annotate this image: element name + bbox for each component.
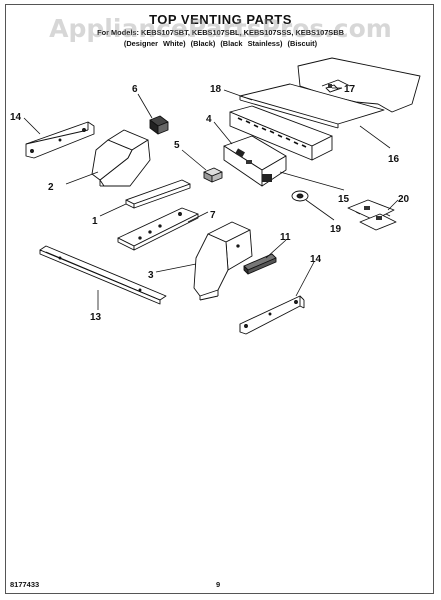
part-14-side-bracket-right [239, 295, 305, 335]
part-19-grommet [291, 190, 309, 202]
callout-5: 5 [174, 140, 180, 151]
part-14-side-bracket-left [25, 121, 95, 159]
callout-1: 1 [92, 216, 98, 227]
footer-page-number: 9 [216, 580, 221, 589]
footer-part-number: 8177433 [10, 580, 40, 589]
color-list: (Designer White) (Black) (Black Stainles… [123, 39, 318, 48]
callout-3: 3 [148, 270, 154, 281]
callout-16: 16 [388, 154, 400, 165]
part-20-bracket [347, 199, 397, 231]
part-4-blower-duct [223, 105, 333, 187]
callout-20: 20 [398, 194, 410, 205]
part-18-top-plate [239, 83, 385, 129]
part-1-support-bar [125, 179, 191, 209]
page-border [5, 4, 434, 594]
part-17-clip [325, 84, 339, 93]
part-11-terminal-block [243, 253, 277, 275]
callout-19: 19 [330, 224, 342, 235]
callout-15: 15 [338, 194, 350, 205]
callout-13: 13 [90, 312, 102, 323]
callout-4: 4 [206, 114, 212, 125]
callout-6: 6 [132, 84, 138, 95]
part-13-rail [39, 245, 167, 305]
callout-labels: 6 18 17 16 4 5 15 14 2 1 7 19 20 3 11 13… [10, 84, 410, 323]
callout-14-bottom: 14 [310, 254, 322, 265]
callout-18: 18 [210, 84, 222, 95]
part-3-vent-channel [193, 221, 253, 301]
part-2-air-duct [91, 129, 151, 187]
callout-17: 17 [344, 84, 356, 95]
diagram-title: TOP VENTING PARTS [149, 12, 292, 27]
callout-14-top: 14 [10, 112, 22, 123]
leader-lines [23, 87, 399, 310]
part-6-switch [149, 115, 169, 135]
callout-11: 11 [280, 232, 291, 243]
callout-2: 2 [48, 182, 54, 193]
part-5-connector [203, 167, 223, 183]
model-list: For Models: KEBS107SBT, KEBS107SBL, KEBS… [97, 28, 344, 37]
callout-7: 7 [210, 210, 216, 221]
part-7-mounting-plate [117, 207, 199, 251]
